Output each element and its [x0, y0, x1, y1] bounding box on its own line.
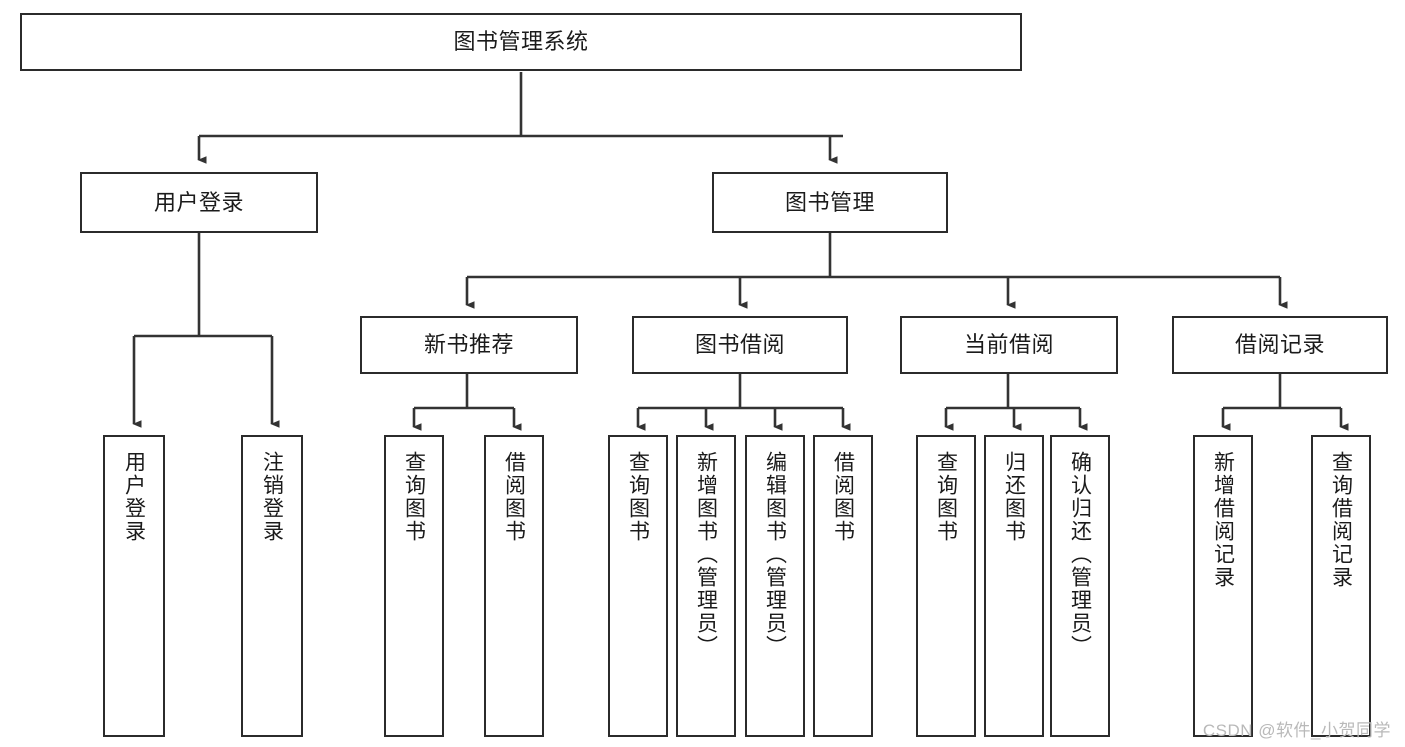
- node-leaf-borrow-book-2-label: 借阅图书: [831, 451, 855, 543]
- node-leaf-add-book-label: 新增图书（管理员）: [694, 451, 718, 658]
- node-leaf-query-book-1[interactable]: 查询图书: [384, 435, 444, 737]
- node-leaf-user-login[interactable]: 用户登录: [103, 435, 165, 737]
- node-leaf-return-book[interactable]: 归还图书: [984, 435, 1044, 737]
- node-leaf-user-login-label: 用户登录: [122, 451, 146, 543]
- node-leaf-confirm-return[interactable]: 确认归还（管理员）: [1050, 435, 1110, 737]
- node-leaf-borrow-book-2[interactable]: 借阅图书: [813, 435, 873, 737]
- node-borrow-record-label: 借阅记录: [1234, 332, 1325, 358]
- node-new-book-recommend[interactable]: 新书推荐: [360, 316, 578, 374]
- node-book-management-label: 图书管理: [784, 189, 875, 215]
- node-leaf-query-book-2-label: 查询图书: [626, 451, 650, 543]
- node-user-login[interactable]: 用户登录: [80, 172, 318, 233]
- node-leaf-borrow-book-1[interactable]: 借阅图书: [484, 435, 544, 737]
- node-leaf-edit-book-label: 编辑图书（管理员）: [763, 451, 787, 658]
- node-book-borrow-label: 图书借阅: [694, 332, 785, 358]
- node-leaf-query-book-3[interactable]: 查询图书: [916, 435, 976, 737]
- node-leaf-query-book-1-label: 查询图书: [402, 451, 426, 543]
- node-leaf-add-record[interactable]: 新增借阅记录: [1193, 435, 1253, 737]
- node-leaf-borrow-book-1-label: 借阅图书: [502, 451, 526, 543]
- node-book-management[interactable]: 图书管理: [712, 172, 948, 233]
- node-leaf-edit-book[interactable]: 编辑图书（管理员）: [745, 435, 805, 737]
- node-leaf-confirm-return-label: 确认归还（管理员）: [1068, 451, 1092, 658]
- node-current-borrow[interactable]: 当前借阅: [900, 316, 1118, 374]
- node-leaf-user-logout-label: 注销登录: [260, 451, 284, 543]
- node-leaf-user-logout[interactable]: 注销登录: [241, 435, 303, 737]
- node-leaf-add-record-label: 新增借阅记录: [1211, 451, 1235, 589]
- node-leaf-query-record[interactable]: 查询借阅记录: [1311, 435, 1371, 737]
- node-leaf-add-book[interactable]: 新增图书（管理员）: [676, 435, 736, 737]
- node-leaf-query-record-label: 查询借阅记录: [1329, 451, 1353, 589]
- node-root-label: 图书管理系统: [453, 29, 589, 55]
- node-leaf-return-book-label: 归还图书: [1002, 451, 1026, 543]
- node-user-login-label: 用户登录: [153, 189, 244, 215]
- node-borrow-record[interactable]: 借阅记录: [1172, 316, 1388, 374]
- node-leaf-query-book-3-label: 查询图书: [934, 451, 958, 543]
- node-leaf-query-book-2[interactable]: 查询图书: [608, 435, 668, 737]
- node-root[interactable]: 图书管理系统: [20, 13, 1022, 71]
- node-book-borrow[interactable]: 图书借阅: [632, 316, 848, 374]
- node-current-borrow-label: 当前借阅: [963, 332, 1054, 358]
- node-new-book-recommend-label: 新书推荐: [423, 332, 514, 358]
